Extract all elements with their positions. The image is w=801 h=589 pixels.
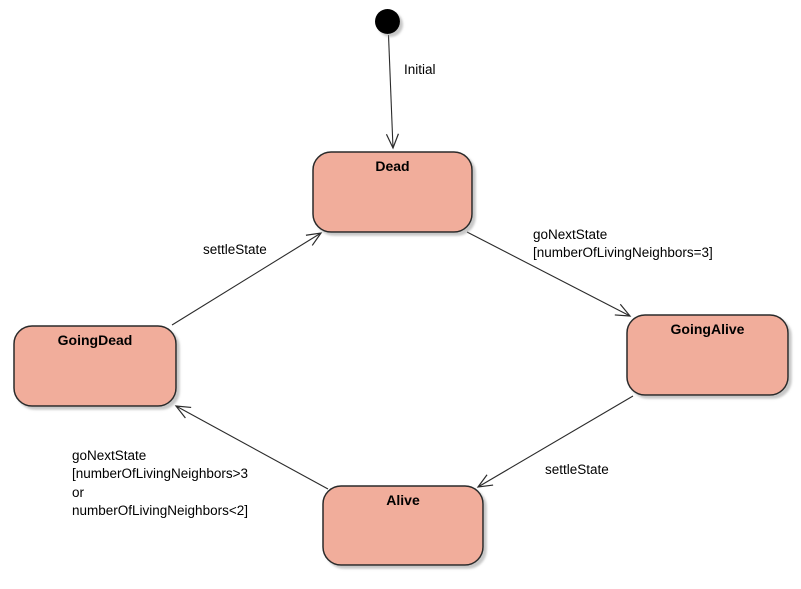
transition-label-gonextstate-line1: goNextState [533, 227, 607, 242]
initial-state-dot[interactable] [375, 9, 400, 34]
transition-label-gonextstate-line2: [numberOfLivingNeighbors=3] [533, 245, 713, 260]
transition-line-goingalive-to-alive[interactable] [476, 395, 634, 488]
transition-initial-to-dead[interactable]: Initial [385, 34, 436, 150]
transition-dead-to-goingalive[interactable]: goNextState [numberOfLivingNeighbors=3] [466, 227, 713, 317]
transition-line-alive-to-goingdead[interactable] [174, 405, 329, 490]
transition-alive-to-goingdead[interactable]: goNextState [numberOfLivingNeighbors>3 o… [72, 405, 329, 518]
transition-goingalive-to-alive[interactable]: settleState [476, 395, 634, 488]
state-dead-label: Dead [375, 158, 409, 174]
transition-label-gonextstate2-line1: goNextState [72, 448, 146, 463]
state-alive-label: Alive [386, 492, 420, 508]
transition-label-gonextstate2-line4: numberOfLivingNeighbors<2] [72, 503, 248, 518]
transition-line-initial-to-dead[interactable] [385, 34, 399, 150]
state-dead-shape[interactable] [312, 151, 473, 233]
state-goingalive-shape[interactable] [626, 314, 789, 396]
state-dead[interactable]: Dead [312, 151, 473, 233]
transition-label-initial: Initial [404, 62, 436, 77]
state-alive-shape[interactable] [322, 485, 484, 566]
transition-label-settlestate-left: settleState [203, 242, 267, 257]
transition-line-goingdead-to-dead[interactable] [171, 232, 323, 326]
transition-goingdead-to-dead[interactable]: settleState [171, 232, 323, 326]
transition-label-gonextstate2-line3: or [72, 485, 85, 500]
state-goingdead-shape[interactable] [13, 325, 177, 407]
state-goingalive-label: GoingAlive [671, 321, 745, 337]
initial-state-node[interactable] [375, 9, 400, 34]
transition-label-settlestate-right: settleState [545, 462, 609, 477]
state-alive[interactable]: Alive [322, 485, 484, 566]
state-goingdead-label: GoingDead [58, 332, 133, 348]
state-goingdead[interactable]: GoingDead [13, 325, 177, 407]
transition-line-dead-to-goingalive[interactable] [466, 231, 632, 317]
state-goingalive[interactable]: GoingAlive [626, 314, 789, 396]
transition-label-gonextstate2-line2: [numberOfLivingNeighbors>3 [72, 466, 248, 481]
